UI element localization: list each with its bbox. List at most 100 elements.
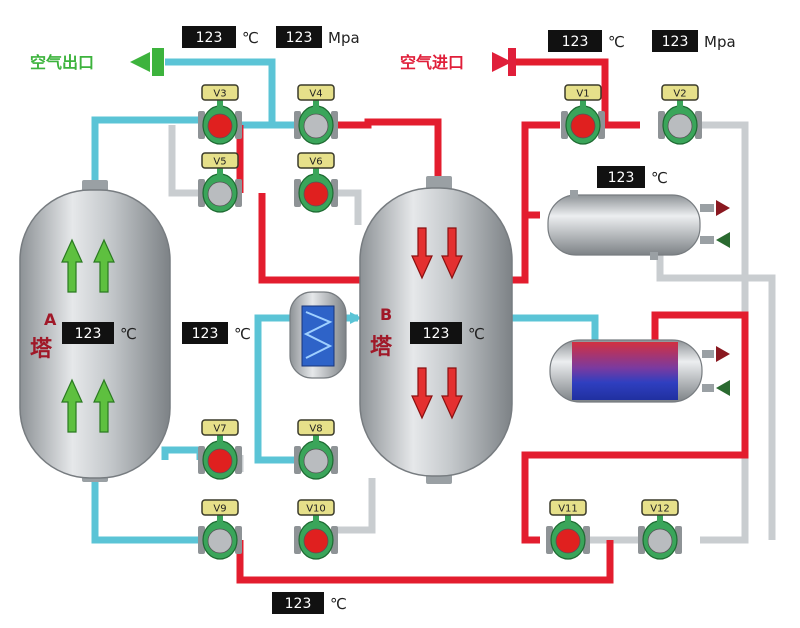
readout-value: 123 — [285, 596, 312, 612]
valve-flange — [658, 111, 665, 139]
valve-flange — [675, 526, 682, 554]
valve-stem — [565, 514, 571, 522]
readout-tower-a-temp: 123 ℃ — [62, 322, 137, 344]
valve-v9[interactable]: V9 — [198, 499, 242, 560]
valve-state-indicator — [303, 528, 329, 554]
readout-box — [276, 26, 322, 48]
valve-flange — [598, 111, 605, 139]
air-inlet: 空气进口 — [400, 48, 516, 76]
valve-stem — [217, 99, 223, 107]
center-heat-exchanger — [289, 291, 347, 379]
valve-flange — [198, 446, 205, 474]
valve-v4[interactable]: V4 — [294, 84, 338, 145]
valve-label: V4 — [309, 89, 322, 100]
valve-stem — [313, 434, 319, 442]
valve-label-plate — [661, 84, 699, 101]
tower-a-letter: A — [44, 310, 57, 329]
readout-value: 123 — [608, 170, 635, 186]
valve-stem — [657, 514, 663, 522]
flow-arrow-icon — [350, 312, 362, 324]
air-inlet-label: 空气进口 — [400, 53, 464, 72]
pipe — [161, 446, 204, 460]
valve-v10[interactable]: V10 — [294, 499, 338, 560]
valve-flange — [294, 111, 301, 139]
heater-port — [702, 350, 714, 358]
readout-box — [62, 322, 114, 344]
red-pipes — [236, 58, 749, 584]
tower-b-letter: B — [380, 305, 392, 324]
pipe — [236, 540, 614, 584]
valve-v11[interactable]: V11 — [546, 499, 590, 560]
valve-label-plate — [201, 152, 239, 169]
readout-value: 123 — [196, 30, 223, 46]
valve-v12[interactable]: V12 — [638, 499, 682, 560]
readout-unit: ℃ — [608, 33, 625, 51]
cooler-nozzle — [570, 190, 578, 198]
air-outlet-label: 空气出口 — [30, 53, 94, 72]
valve-v5[interactable]: V5 — [198, 152, 242, 213]
valve-flange — [638, 526, 645, 554]
valve-state-indicator — [207, 113, 233, 139]
outlet-flange — [152, 48, 164, 76]
valve-label: V7 — [213, 424, 226, 435]
readout-value: 123 — [286, 30, 313, 46]
cooler-port — [700, 236, 714, 244]
valve-label: V3 — [213, 89, 226, 100]
valve-label-plate — [297, 152, 335, 169]
readout-value: 123 — [423, 326, 450, 342]
pipe — [336, 478, 376, 534]
readout-box — [652, 30, 698, 52]
pipe — [336, 118, 442, 180]
valve-v2[interactable]: V2 — [658, 84, 702, 145]
pipe — [91, 116, 200, 180]
valve-stem — [217, 514, 223, 522]
valve-v6[interactable]: V6 — [294, 152, 338, 213]
valve-v8[interactable]: V8 — [294, 419, 338, 480]
valve-flange — [235, 526, 242, 554]
valve-flange — [583, 526, 590, 554]
valve-flange — [561, 111, 568, 139]
valve-label: V9 — [213, 504, 226, 515]
readout-unit: ℃ — [242, 29, 259, 47]
readout-value: 123 — [75, 326, 102, 342]
cooler-port — [700, 204, 714, 212]
readout-inlet-temp: 123 ℃ — [548, 30, 625, 52]
heater-port — [702, 384, 714, 392]
tower-a-char: 塔 — [30, 337, 53, 362]
valve-state-indicator — [207, 528, 233, 554]
valve-v1[interactable]: V1 — [561, 84, 605, 145]
valve-flange — [198, 179, 205, 207]
heater-vessel — [549, 339, 730, 403]
readout-outlet-temp: 123 ℃ — [182, 26, 259, 48]
valve-v7[interactable]: V7 — [198, 419, 242, 480]
valve-state-indicator — [667, 113, 693, 139]
valve-flange — [235, 179, 242, 207]
outlet-arrow-icon — [130, 52, 150, 72]
valve-label-plate — [641, 499, 679, 516]
valve-stem — [580, 99, 586, 107]
readout-value: 123 — [562, 34, 589, 50]
valve-v3[interactable]: V3 — [198, 84, 242, 145]
heater-core — [572, 342, 678, 400]
valve-state-indicator — [303, 181, 329, 207]
valve-label: V12 — [650, 504, 670, 515]
readout-box — [410, 322, 462, 344]
readout-box — [182, 322, 228, 344]
valve-label-plate — [549, 499, 587, 516]
valve-label-plate — [201, 499, 239, 516]
inflow-arrow-icon — [716, 380, 730, 396]
valve-label: V11 — [558, 504, 578, 515]
valve-label: V6 — [309, 157, 322, 168]
readout-unit: ℃ — [330, 595, 347, 613]
pipe — [336, 189, 362, 225]
readout-tower-b-temp: 123℃ — [410, 322, 485, 344]
readout-cooler-temp: 123℃ — [597, 166, 668, 188]
air-outlet: 空气出口 — [30, 48, 164, 76]
pipe — [258, 193, 362, 284]
readout-unit: ℃ — [120, 325, 137, 343]
valve-state-indicator — [207, 181, 233, 207]
